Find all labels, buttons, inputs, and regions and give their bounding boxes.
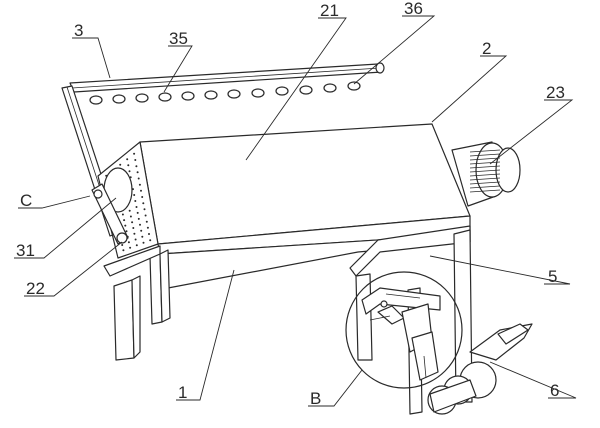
perforation-dot [144,214,147,217]
perforation-dot [133,152,136,155]
perforation-dot [137,177,140,180]
nozzle-row [89,81,361,105]
perforation-dot [134,238,137,241]
detail-circle [345,271,463,389]
perforation-dot [143,208,146,211]
front-base-bar [103,245,161,277]
perforation-dot [142,202,145,205]
motor-fin [469,173,501,177]
motor-fin [469,153,501,157]
perforation-dot [140,189,142,192]
perforation-dot [146,226,149,229]
perforation-dot [139,223,141,226]
wheel-assembly [427,323,533,415]
label-35: 35 [169,29,188,48]
pivot-arm [91,183,129,245]
label-b: B [310,389,321,408]
perforation-dot [127,164,130,167]
label-3: 3 [74,21,83,40]
perforation-dot [134,200,137,202]
perforation-dot [148,233,150,235]
perforation-dot [129,246,132,249]
nozzle-rail [69,62,385,93]
motor-fin [469,165,501,169]
perforation-dot [135,244,138,247]
perforation-dot [119,163,122,166]
label-2: 2 [482,39,491,58]
perforation-dot [122,249,125,252]
label-1: 1 [178,383,187,402]
perforation-dot [128,209,131,212]
perforation-dot [124,224,127,227]
perforation-dot [123,219,126,222]
motor-fin [469,189,501,193]
perforation-dot [136,211,139,214]
perforation-dot [140,229,143,232]
perforation-dot [141,196,144,198]
perforated-end-plate [105,152,152,252]
motor-fin [469,169,501,173]
perforation-dot [133,194,136,196]
perforation-dot [137,217,140,220]
label-5: 5 [548,267,557,286]
perforation-dot [134,159,137,161]
perforation-dot [126,158,129,161]
motor-fin [469,161,501,165]
perforation-dot [132,227,135,229]
side-bracket [349,225,473,415]
label-36: 36 [404,0,423,18]
perforation-dot [125,230,128,233]
label-6: 6 [550,381,559,400]
perforation-dot [141,235,144,238]
motor-fin [469,181,501,185]
label-c: C [20,191,32,210]
perforation-dot [138,183,141,186]
perforation-dot [142,241,145,244]
perforation-dot [145,220,148,223]
perforation-dot [135,165,138,168]
perforation-dot [121,213,124,216]
perforation-dot [128,170,131,173]
front-leg-left [113,275,141,361]
motor-fin [469,177,501,181]
perforation-dot [131,221,134,224]
leader-lines [14,15,577,407]
perforation-dot [127,241,130,244]
label-23: 23 [546,83,565,102]
motor-fin [469,157,501,161]
perforation-dot [129,215,132,218]
perforation-dot [149,239,152,242]
label-22: 22 [26,279,45,298]
motor-fin [469,149,501,153]
motor-fin [469,185,501,189]
label-21: 21 [320,1,339,20]
label-31: 31 [16,241,35,260]
perforation-dot [121,244,124,246]
front-leg-right [149,249,171,325]
perforation-dot [136,171,139,174]
perforation-dot [135,206,138,208]
perforation-dot [133,232,136,235]
callout-labels: 3 35 21 36 2 23 C 31 22 5 1 B 6 [16,0,565,408]
